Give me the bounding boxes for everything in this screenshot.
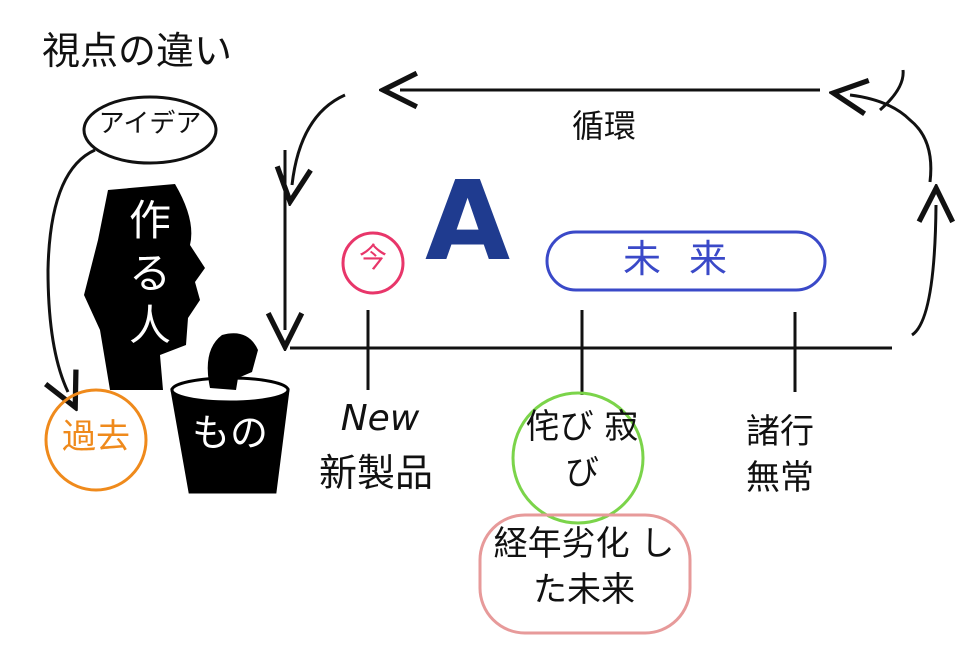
- thing-label: もの: [191, 411, 268, 455]
- aged-future-box: [478, 513, 692, 635]
- cycle-label: 循環: [572, 107, 637, 145]
- maker-label: 作る人: [128, 196, 171, 350]
- cycle-right-top-curve: [879, 69, 905, 112]
- past-circle: [44, 388, 148, 492]
- maker-silhouette: [84, 184, 205, 390]
- cycle-right-up-arrow: [911, 205, 936, 337]
- hand-icon: [207, 333, 258, 390]
- new-english-label: New: [340, 398, 420, 439]
- page-title: 視点の違い: [42, 29, 233, 73]
- shogyo-mujo-label: 諸行 無常: [746, 412, 814, 498]
- future-label: 未来: [622, 237, 755, 281]
- new-product-label: 新製品: [318, 451, 433, 495]
- aged-future-label: 経年劣化 した未来: [493, 524, 675, 610]
- future-pill: [545, 230, 827, 292]
- cycle-right-curve-arrow: [850, 95, 933, 183]
- idea-to-past-arrow: [48, 148, 96, 392]
- cycle-left-curve-arrow: [292, 93, 346, 185]
- idea-bubble: [82, 95, 218, 165]
- now-label: 今: [358, 241, 387, 274]
- letter-a: A: [425, 157, 511, 285]
- now-circle: [341, 231, 405, 295]
- past-label: 過去: [62, 417, 130, 457]
- idea-label: アイデア: [98, 109, 202, 139]
- wabi-sabi-circle: [511, 391, 645, 525]
- wabi-sabi-label: 侘び 寂び: [525, 407, 639, 493]
